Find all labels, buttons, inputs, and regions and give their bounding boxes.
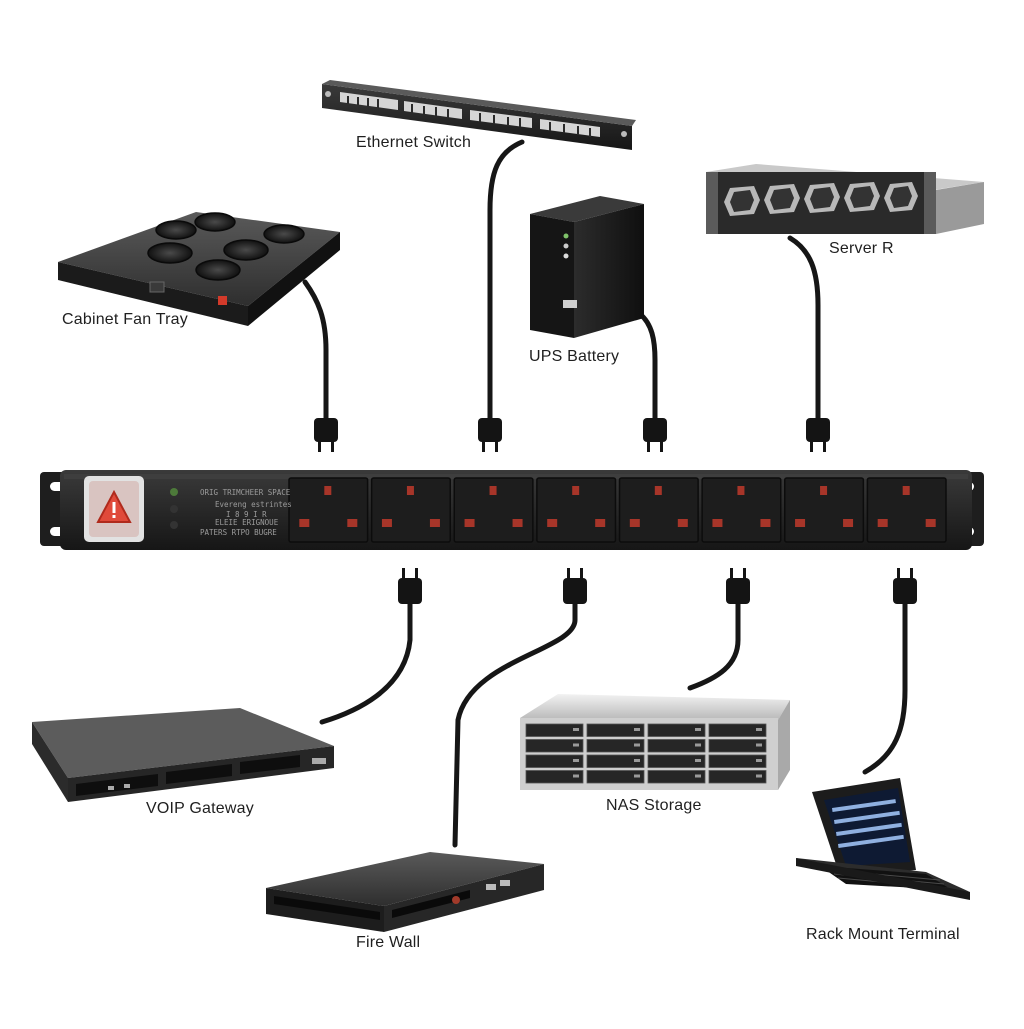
plugs-bottom bbox=[398, 568, 917, 604]
plugs-top bbox=[314, 418, 830, 452]
drive-bay bbox=[647, 754, 706, 768]
fire-wall-device bbox=[266, 852, 544, 932]
cable-server bbox=[787, 235, 821, 423]
plug-icon bbox=[478, 418, 502, 452]
pdu-outlets bbox=[288, 477, 947, 543]
pdu-outlet[interactable] bbox=[701, 477, 782, 543]
fan-switch bbox=[218, 296, 227, 305]
cable-ups-battery bbox=[637, 311, 658, 423]
nas-drive-bays bbox=[525, 723, 767, 784]
fan-icon bbox=[195, 259, 241, 281]
fan-icon bbox=[155, 220, 197, 240]
plug-icon bbox=[314, 418, 338, 452]
plug-icon bbox=[806, 418, 830, 452]
drive-bay-led bbox=[634, 728, 640, 731]
voip-gateway-device bbox=[32, 708, 334, 802]
rack-mount-terminal-label: Rack Mount Terminal bbox=[806, 926, 960, 943]
cabinet-fan-tray-device bbox=[58, 212, 340, 326]
fan-icon bbox=[223, 239, 269, 261]
drive-bay-led bbox=[634, 743, 640, 747]
plug-icon bbox=[893, 568, 917, 604]
drive-bay-led bbox=[634, 774, 640, 778]
cable-voip-gateway bbox=[319, 601, 413, 725]
ethernet-switch-label: Ethernet Switch bbox=[356, 134, 472, 151]
ups-battery-label: UPS Battery bbox=[529, 348, 620, 365]
pdu-panel-text: I 8 9 I R bbox=[226, 510, 267, 519]
cable-ethernet-switch bbox=[487, 139, 525, 423]
drive-bay bbox=[647, 723, 706, 737]
fan-icon bbox=[147, 242, 193, 264]
nas-storage-label: NAS Storage bbox=[606, 797, 702, 814]
drive-bay bbox=[525, 754, 584, 768]
pdu-outlet[interactable] bbox=[618, 477, 699, 543]
drive-bay-led bbox=[695, 759, 701, 762]
plug-icon bbox=[398, 568, 422, 604]
pdu-outlet[interactable] bbox=[536, 477, 617, 543]
drive-bay-led bbox=[573, 759, 579, 762]
cabinet-fan-tray-label: Cabinet Fan Tray bbox=[62, 311, 188, 328]
drive-bay-led bbox=[573, 743, 579, 747]
drive-bay-led bbox=[634, 759, 640, 762]
cable-cabinet-fan-tray bbox=[302, 279, 329, 423]
fan-icon bbox=[263, 224, 305, 244]
drive-bay bbox=[525, 739, 584, 753]
pdu-outlet[interactable] bbox=[453, 477, 534, 543]
server-device bbox=[706, 164, 984, 234]
drive-bay-led bbox=[756, 743, 762, 747]
plug-icon bbox=[643, 418, 667, 452]
cable-nas-storage bbox=[687, 601, 741, 691]
drive-bay bbox=[647, 739, 706, 753]
drive-bay bbox=[708, 723, 767, 737]
pdu-outlet[interactable] bbox=[866, 477, 947, 543]
rack-mount-terminal-device bbox=[796, 778, 970, 900]
drive-bay bbox=[647, 770, 706, 784]
pdu-outlet[interactable] bbox=[784, 477, 865, 543]
cable-fire-wall bbox=[452, 601, 578, 848]
plug-icon bbox=[563, 568, 587, 604]
fire-wall-label: Fire Wall bbox=[356, 934, 421, 951]
plug-icon bbox=[726, 568, 750, 604]
ethernet-switch-device bbox=[322, 80, 636, 150]
pdu-panel-text: Evereng estrintes bbox=[215, 500, 292, 509]
pdu-panel-text: ELEIE ERIGNOUE bbox=[215, 518, 279, 527]
fan-icon bbox=[194, 212, 236, 232]
drive-bay bbox=[708, 770, 767, 784]
pdu-outlet[interactable] bbox=[370, 477, 451, 543]
indicator-led bbox=[170, 488, 178, 496]
server-label: Server R bbox=[829, 240, 894, 257]
cable-rack-mount-terminal bbox=[862, 601, 908, 775]
drive-bay bbox=[586, 770, 645, 784]
ups-battery-device bbox=[530, 196, 644, 338]
pdu-panel-text: ORIG TRIMCHEER SPACE bbox=[200, 488, 291, 497]
drive-bay bbox=[525, 723, 584, 737]
indicator-led bbox=[170, 505, 178, 513]
drive-bay bbox=[525, 770, 584, 784]
drive-bay-led bbox=[573, 728, 579, 731]
drive-bay bbox=[586, 723, 645, 737]
drive-bay-led bbox=[573, 774, 579, 778]
drive-bay-led bbox=[756, 728, 762, 731]
drive-bay-led bbox=[756, 759, 762, 762]
drive-bay-led bbox=[695, 743, 701, 747]
drive-bay-led bbox=[695, 774, 701, 778]
voip-gateway-label: VOIP Gateway bbox=[146, 800, 254, 817]
nas-storage-device bbox=[520, 694, 790, 790]
drive-bay bbox=[708, 739, 767, 753]
drive-bay bbox=[586, 739, 645, 753]
drive-bay-led bbox=[695, 728, 701, 731]
drive-bay-led bbox=[756, 774, 762, 778]
drive-bay bbox=[586, 754, 645, 768]
pdu-power-strip bbox=[40, 470, 984, 550]
pdu-outlet[interactable] bbox=[288, 477, 369, 543]
indicator-led bbox=[170, 521, 178, 529]
drive-bay bbox=[708, 754, 767, 768]
pdu-panel-text: PATERS RTPO BUGRE bbox=[200, 528, 277, 537]
